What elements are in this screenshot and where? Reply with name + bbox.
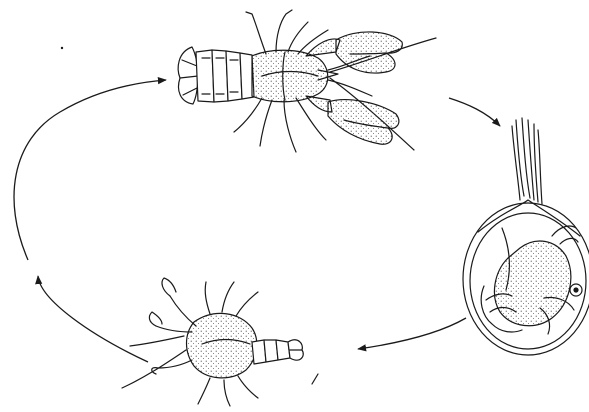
arrow-adult-to-egg — [449, 98, 500, 126]
egg-with-embryo-icon — [463, 118, 589, 355]
arrow-juvenile-to-left — [38, 276, 148, 362]
stray-dot — [61, 47, 63, 49]
arrow-left-to-adult — [14, 80, 166, 260]
cycle-arrows — [14, 80, 500, 362]
juvenile-crayfish-icon — [122, 278, 318, 406]
adult-crayfish-icon — [178, 10, 436, 152]
arrow-egg-to-juvenile — [358, 318, 466, 349]
